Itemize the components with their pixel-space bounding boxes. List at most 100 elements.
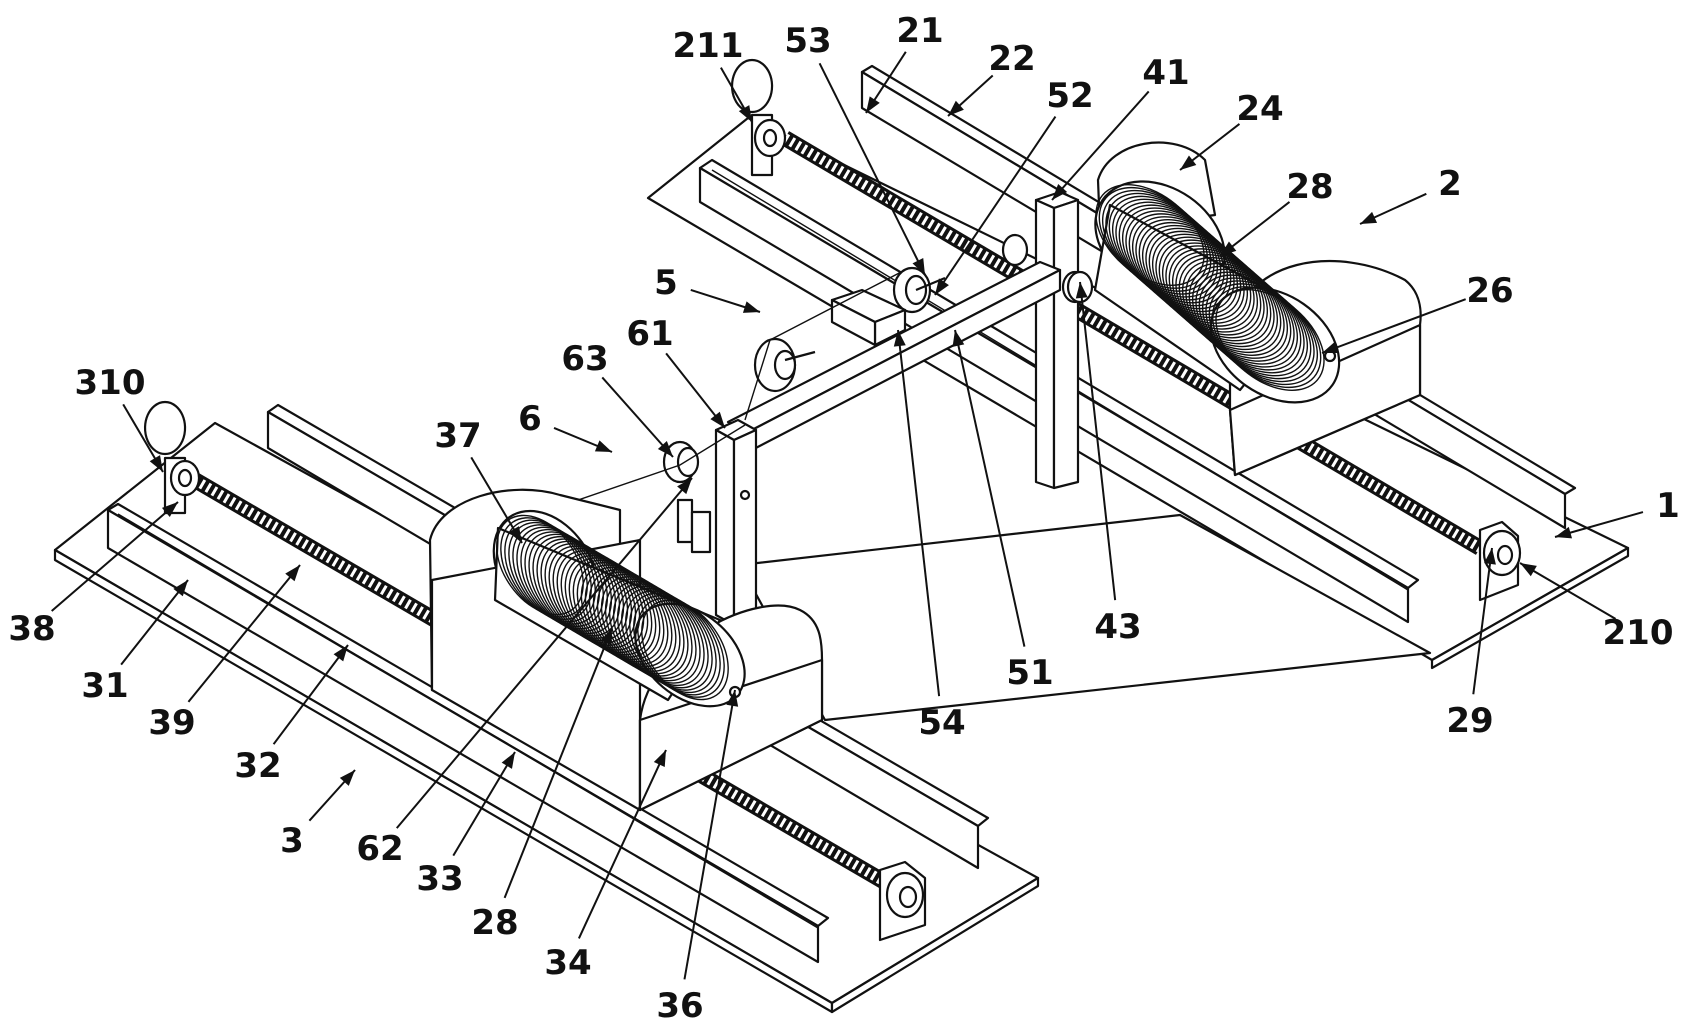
leader-arrow-22 <box>948 100 964 116</box>
leader-line-210 <box>1519 562 1617 620</box>
leader-arrow-39 <box>285 565 300 582</box>
callout-labels: 1235621222426282829313233343637383941435… <box>8 11 1680 1026</box>
leader-line-63 <box>601 376 674 458</box>
leader-line-33 <box>452 751 516 857</box>
callout-label-32: 32 <box>234 746 281 786</box>
leader-line-28b <box>503 627 613 899</box>
upper-lead-screw <box>780 131 1485 555</box>
winding-turn <box>616 585 705 687</box>
callout-label-24: 24 <box>1236 89 1283 129</box>
upper-spool-windings <box>1095 184 1325 391</box>
leader-arrow-28a <box>1220 241 1237 256</box>
leader-line-39 <box>187 564 301 703</box>
callout-label-28a: 28 <box>1286 167 1333 207</box>
winding-turn <box>608 580 697 682</box>
callout-label-2: 2 <box>1438 164 1462 204</box>
winding-turn <box>629 592 717 694</box>
leader-arrow-43 <box>1075 282 1088 299</box>
leader-line-31 <box>120 579 189 666</box>
callout-label-33: 33 <box>416 859 463 899</box>
leader-arrow-28b <box>600 628 612 646</box>
leader-arrow-3 <box>339 770 355 786</box>
callout-label-3: 3 <box>280 821 304 861</box>
leader-line-43 <box>1079 281 1117 601</box>
leader-line-38 <box>51 501 179 612</box>
leader-arrow-51 <box>952 330 965 347</box>
callout-label-62: 62 <box>356 829 403 869</box>
leader-arrow-38 <box>161 502 178 517</box>
lower-bearing-right <box>878 860 927 942</box>
callout-label-5: 5 <box>654 263 678 303</box>
callout-label-6: 6 <box>518 399 542 439</box>
leader-line-36 <box>683 689 736 980</box>
winding-turn <box>1215 289 1325 391</box>
guide-63 <box>662 440 712 554</box>
callout-label-36: 36 <box>656 986 703 1026</box>
leader-arrow-33 <box>501 752 515 769</box>
leader-arrow-21 <box>866 96 880 113</box>
leader-arrow-36 <box>726 690 739 707</box>
leader-line-52 <box>934 115 1057 296</box>
callout-label-210: 210 <box>1603 613 1674 653</box>
winding-turn <box>600 576 689 677</box>
leader-arrow-37 <box>508 526 522 543</box>
winding-turn <box>620 587 709 689</box>
callout-label-41: 41 <box>1142 53 1189 93</box>
post-61 <box>714 418 758 627</box>
callout-label-39: 39 <box>148 703 195 743</box>
winding-turn <box>633 595 721 696</box>
winding-turn <box>612 583 701 684</box>
leader-arrow-26 <box>1322 341 1340 353</box>
leader-line-37 <box>470 456 523 544</box>
leader-arrow-2 <box>1360 211 1378 224</box>
leader-line-26 <box>1321 298 1467 354</box>
leader-arrow-210 <box>1520 563 1537 577</box>
leader-line-51 <box>954 329 1026 647</box>
winding-turn <box>604 578 693 680</box>
leader-arrow-29 <box>1484 548 1496 565</box>
leader-arrow-1 <box>1555 526 1573 539</box>
callout-label-21: 21 <box>896 11 943 51</box>
callout-label-29: 29 <box>1446 701 1493 741</box>
callout-label-1: 1 <box>1656 486 1680 526</box>
callout-label-54: 54 <box>918 703 965 743</box>
leader-lines <box>51 51 1644 980</box>
pulley-52 <box>1001 233 1029 267</box>
pulley-53 <box>892 266 946 314</box>
callout-label-51: 51 <box>1006 653 1053 693</box>
leader-arrow-41 <box>1052 184 1068 200</box>
leader-arrow-5 <box>742 301 760 313</box>
leader-line-41 <box>1051 90 1150 201</box>
callout-label-43: 43 <box>1094 607 1141 647</box>
callout-label-31: 31 <box>81 666 128 706</box>
pulley-5 <box>753 337 816 393</box>
callout-label-211: 211 <box>673 26 744 66</box>
lower-bearing-310 <box>143 400 201 515</box>
leader-arrow-32 <box>333 645 348 662</box>
callout-label-52: 52 <box>1046 76 1093 116</box>
leader-line-29 <box>1472 547 1493 695</box>
leader-arrow-53 <box>912 258 925 275</box>
wire-5 <box>744 269 906 421</box>
callout-label-53: 53 <box>784 21 831 61</box>
leader-line-34 <box>578 749 667 939</box>
leader-arrow-61 <box>710 411 725 428</box>
leader-arrow-54 <box>893 330 906 347</box>
callout-label-26: 26 <box>1466 271 1513 311</box>
leader-arrow-34 <box>653 750 666 768</box>
leader-arrow-211 <box>738 105 752 122</box>
callout-label-28b: 28 <box>471 903 518 943</box>
callout-label-22: 22 <box>988 39 1035 79</box>
callout-label-38: 38 <box>8 609 55 649</box>
leader-arrow-6 <box>594 440 612 452</box>
callout-label-34: 34 <box>544 943 591 983</box>
leader-line-32 <box>272 644 349 745</box>
winding-turn <box>637 597 725 698</box>
leader-arrow-24 <box>1180 155 1197 170</box>
callout-label-61: 61 <box>626 314 673 354</box>
leader-arrow-63 <box>657 441 673 457</box>
leader-arrow-52 <box>935 278 949 295</box>
callout-label-63: 63 <box>561 339 608 379</box>
